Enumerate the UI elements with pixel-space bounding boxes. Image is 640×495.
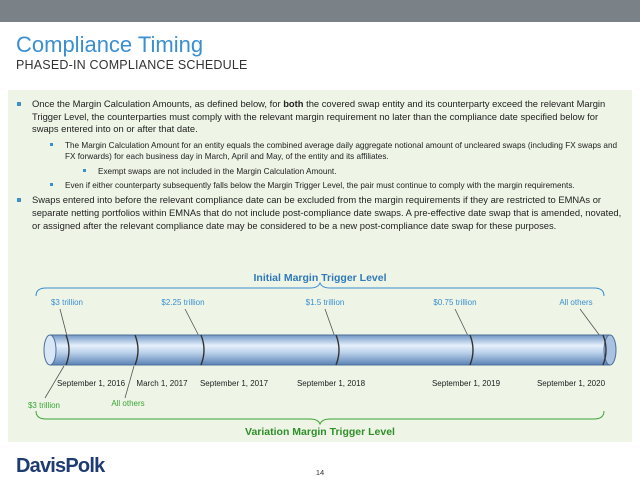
davis-polk-logo: DavisPolk [16, 455, 105, 477]
sub-bullet-text: Even if either counterparty subsequently… [65, 181, 575, 190]
im-brace [35, 281, 605, 297]
date-marker [65, 334, 70, 366]
im-title: Initial Margin Trigger Level [253, 272, 386, 284]
im-level-label: All others [559, 298, 592, 307]
bullet-text-post: the covered swap entity and its counterp… [32, 98, 606, 135]
timeline-tube [50, 335, 610, 365]
vm-level-label: All others [111, 399, 144, 408]
sub-bullet-calc-amount: The Margin Calculation Amount for an ent… [16, 140, 622, 163]
date-marker [200, 334, 205, 366]
date-marker [335, 334, 340, 366]
bullet-text-pre: Once the Margin Calculation Amounts, as … [32, 98, 284, 109]
im-level-label: $0.75 trillion [433, 298, 476, 307]
vm-pointer-line [124, 365, 135, 399]
page-subtitle: PHASED-IN COMPLIANCE SCHEDULE [16, 58, 248, 72]
timeline-tube-start [43, 334, 57, 366]
date-marker [469, 334, 474, 366]
bullet-square-icon [50, 183, 53, 186]
date-label: September 1, 2020 [537, 379, 606, 388]
vm-pointer-line [44, 365, 65, 399]
im-level-label: $1.5 trillion [306, 298, 345, 307]
vm-brace [35, 410, 605, 426]
sub-sub-bullet-exempt: Exempt swaps are not included in the Mar… [16, 166, 622, 177]
date-label: March 1, 2017 [136, 379, 188, 388]
bullet-margin-calculation: Once the Margin Calculation Amounts, as … [16, 98, 622, 136]
bullet-pre-compliance-swaps: Swaps entered into before the relevant c… [16, 194, 622, 232]
date-marker [134, 334, 139, 366]
vm-level-label: $3 trillion [28, 401, 60, 410]
bullet-square-icon [17, 198, 21, 203]
bullet-square-icon [17, 102, 21, 106]
date-label: September 1, 2018 [297, 379, 366, 388]
sub-bullet-text: The Margin Calculation Amount for an ent… [65, 140, 618, 162]
bullet-list: Once the Margin Calculation Amounts, as … [16, 98, 622, 236]
bullet-text-bold: both [283, 98, 304, 109]
sub-bullet-continue: Even if either counterparty subsequently… [16, 180, 622, 191]
content-panel [8, 90, 632, 442]
bullet-text: Swaps entered into before the relevant c… [32, 194, 622, 231]
im-level-label: $2.25 trillion [161, 298, 204, 307]
page-title: Compliance Timing [16, 32, 204, 57]
date-label: September 1, 2017 [200, 379, 269, 388]
date-label: September 1, 2016 [57, 379, 126, 388]
date-marker [602, 334, 607, 366]
im-level-label: $3 trillion [51, 298, 83, 307]
top-bar [0, 0, 640, 22]
vm-title: Variation Margin Trigger Level [245, 426, 395, 438]
date-label: September 1, 2019 [432, 379, 501, 388]
bullet-square-icon [50, 142, 53, 146]
bullet-square-icon [83, 168, 86, 172]
sub-sub-bullet-text: Exempt swaps are not included in the Mar… [98, 166, 337, 176]
page-number: 14 [315, 468, 325, 477]
